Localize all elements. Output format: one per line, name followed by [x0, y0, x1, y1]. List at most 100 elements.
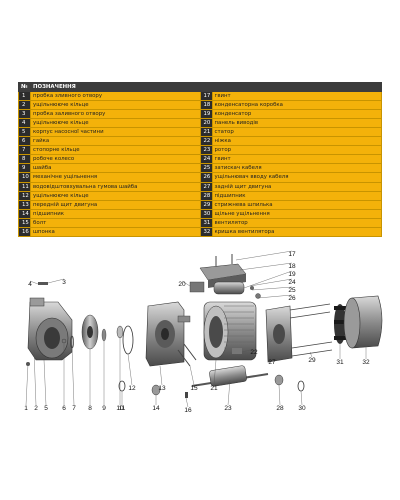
mechanical-seal: [116, 325, 124, 339]
o-ring: [122, 325, 134, 355]
legend-right-text: статор: [211, 127, 383, 138]
legend-right-text: ущільнювач вводу кабеля: [211, 172, 383, 183]
leader-line: [185, 397, 189, 408]
legend-left-text: підшипник: [30, 208, 201, 219]
legend-left-num: 10: [18, 172, 31, 183]
nut: [61, 338, 67, 344]
legend-right-text: конденсатор: [211, 109, 383, 120]
fan-cover: [343, 295, 383, 349]
legend-left-text: шпонка: [30, 226, 201, 237]
screws-top: [215, 254, 233, 266]
leader-line: [300, 390, 303, 406]
part-number-label: 12: [128, 385, 136, 392]
front-motor-shield: [145, 301, 191, 367]
part-number-label: 28: [276, 405, 284, 412]
legend-right-num: 27: [199, 181, 213, 192]
legend-right-num: 30: [199, 208, 213, 219]
part-number-label: 25: [288, 287, 296, 294]
leader-line: [213, 359, 217, 386]
legend-left-num: 5: [18, 127, 31, 138]
legend-right-num: 28: [199, 190, 213, 201]
legend-left-num: 11: [18, 181, 31, 192]
leader-line: [241, 348, 255, 353]
cable-clamp: [250, 286, 254, 290]
capacitor: [213, 281, 245, 295]
legend-left-num: 1: [18, 91, 31, 102]
legend-header-num: №: [18, 81, 31, 93]
part-number-label: 1: [24, 405, 28, 412]
part-number-label: 27: [268, 359, 276, 366]
leader-line: [278, 384, 281, 406]
part-number-label: 8: [88, 405, 92, 412]
leader-line: [25, 363, 29, 406]
part-number-label: 24: [288, 279, 296, 286]
legend-left-text: стопорне кільце: [30, 145, 201, 156]
legend-right-num: 26: [199, 172, 213, 183]
bolts: [177, 343, 197, 367]
rotor: [191, 365, 269, 387]
stator: [203, 301, 257, 361]
legend-right-num: 18: [199, 100, 213, 111]
legend-right-num: 25: [199, 163, 213, 174]
leader-line: [249, 278, 293, 287]
leader-line: [181, 280, 191, 287]
legend-right-text: гвинт: [211, 91, 383, 102]
legend-right-text: конденсаторна коробка: [211, 100, 383, 111]
legend-right-num: 24: [199, 154, 213, 165]
leader-line: [243, 270, 293, 289]
leader-line: [239, 262, 293, 271]
leader-line: [43, 359, 47, 406]
part-number-label: 31: [336, 359, 344, 366]
legend-right-text: затискач кабеля: [211, 163, 383, 174]
seal-ring: [297, 380, 305, 392]
legend-right-num: 22: [199, 136, 213, 147]
part-number-label: 10: [116, 405, 124, 412]
legend-right-num: 21: [199, 127, 213, 138]
part-number-label: 16: [184, 407, 192, 414]
part-number-label: 23: [224, 405, 232, 412]
part-number-label: 19: [288, 271, 296, 278]
part-number-label: 2: [34, 405, 38, 412]
legend-right-num: 20: [199, 118, 213, 129]
impeller: [81, 314, 99, 350]
legend-left-text: механічне ущільнення: [30, 172, 201, 183]
legend-right-num: 32: [199, 226, 213, 237]
legend-right-text: ніжка: [211, 136, 383, 147]
legend-left-text: пробка заливного отвору: [30, 109, 201, 120]
tie-rods: [289, 303, 333, 357]
legend-left-text: передній щит двигуна: [30, 199, 201, 210]
legend-left-text: болт: [30, 217, 201, 228]
cable-gland: [255, 293, 261, 299]
part-number-label: 32: [362, 359, 370, 366]
legend-left-num: 9: [18, 163, 31, 174]
legend-left-num: 15: [18, 217, 31, 228]
part-number-label: 3: [62, 279, 66, 286]
fan: [334, 304, 346, 344]
leader-line: [251, 286, 293, 291]
legend-left-text: гайка: [30, 136, 201, 147]
pump-casing: [27, 297, 73, 361]
legend-left-num: 6: [18, 136, 31, 147]
legend-left-text: корпус насосної частини: [30, 127, 201, 138]
part-number-label: 15: [190, 385, 198, 392]
foot: [232, 348, 242, 354]
terminal-panel: [189, 281, 205, 293]
legend-right-num: 29: [199, 199, 213, 210]
part-number-label: 14: [152, 405, 160, 412]
part-number-label: 13: [158, 385, 166, 392]
callout-lines: [25, 250, 367, 408]
washer: [101, 328, 107, 342]
part-number-label: 18: [288, 263, 296, 270]
legend-right-text: кришка вентилятора: [211, 226, 383, 237]
